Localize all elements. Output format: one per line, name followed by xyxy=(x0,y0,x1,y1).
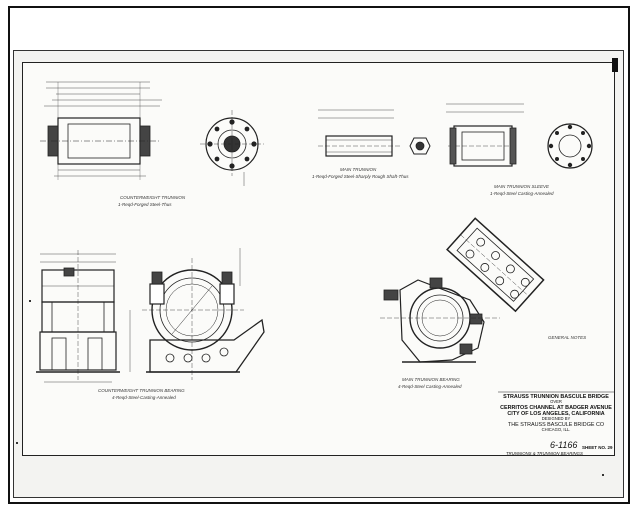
title-line-3: CERRITOS CHANNEL AT BADGER AVENUE xyxy=(500,405,612,412)
counterweight-bearing-title: COUNTERWEIGHT TRUNNION BEARING xyxy=(98,388,185,393)
main-bearing-view xyxy=(380,277,500,363)
counterweight-trunnion-end-view xyxy=(200,110,264,186)
title-line-1: STRAUSS TRUNNION BASCULE BRIDGE xyxy=(503,394,609,400)
film-speck xyxy=(29,300,31,302)
main-trunnion-view xyxy=(318,109,431,157)
film-speck xyxy=(16,442,18,444)
registration-mark xyxy=(612,58,618,72)
general-notes-heading: GENERAL NOTES xyxy=(548,335,587,340)
counterweight-bearing-side-view xyxy=(142,248,265,380)
film-speck xyxy=(602,474,604,476)
counterweight-bearing-front-view xyxy=(36,250,131,383)
title-line-2: OVER xyxy=(550,399,562,405)
main-trunnion-note: 1-Reqd-Forged Steel-Sharply Rough Shaft-… xyxy=(312,174,409,179)
counterweight-bearing-note: 4-Reqd-Steel-Casting-Annealed xyxy=(112,395,176,400)
main-bearing-note: 4-Reqd-Steel Casting-Annealed xyxy=(398,384,462,389)
title-block: STRAUSS TRUNNION BASCULE BRIDGE OVER CER… xyxy=(500,394,612,433)
photo-frame xyxy=(8,6,630,504)
main-bearing-cap-view xyxy=(446,217,545,313)
main-trunnion-sleeve-title: MAIN TRUNNION SLEEVE xyxy=(494,184,550,189)
drawing-subject: TRUNNIONS & TRUNNION BEARINGS xyxy=(506,451,583,456)
main-trunnion-sleeve-note: 1-Reqd-Steel Casting-Annealed xyxy=(490,191,554,196)
title-line-7: CHICAGO, ILL. xyxy=(541,427,571,433)
counterweight-trunnion-note: 1-Reqd-Forged Steel-Thus xyxy=(118,202,172,207)
title-line-4: CITY OF LOS ANGELES, CALIFORNIA xyxy=(507,411,605,418)
sheet-number: SHEET NO. 29 xyxy=(582,445,613,450)
title-line-6: THE STRAUSS BASCULE BRIDGE CO xyxy=(507,422,605,429)
title-line-5: DESIGNED BY xyxy=(541,416,571,422)
drawing-number: 6-1166 xyxy=(550,440,578,450)
main-bearing-title: MAIN TRUNNION BEARING xyxy=(402,377,460,382)
counterweight-trunnion-side-view xyxy=(40,81,162,180)
counterweight-trunnion-title: COUNTERWEIGHT TRUNNION xyxy=(120,195,186,200)
main-trunnion-sleeve-view xyxy=(446,103,593,169)
main-trunnion-title: MAIN TRUNNION xyxy=(340,167,377,172)
